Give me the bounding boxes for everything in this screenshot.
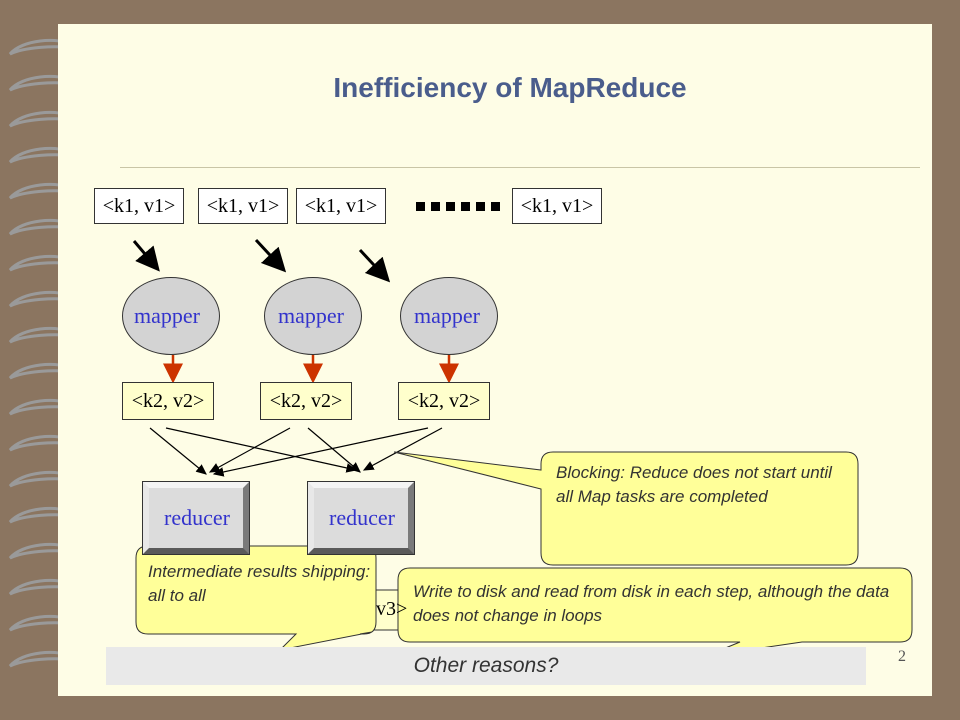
reducer-node-1 [142,481,250,555]
intermediate-pair-2: <k2, v2> [260,382,352,420]
callout-blocking-text: Blocking: Reduce does not start until al… [556,463,832,506]
input-pair-2: <k1, v1> [198,188,288,224]
binding-ring [8,471,79,488]
output-pair-fragment: v3> [376,598,408,620]
mapper-node-3 [400,277,498,355]
binding-ring [8,399,79,416]
binding-ring [8,75,79,92]
mapper-label-2: mapper [278,303,344,328]
binding-ring [8,579,79,596]
intermediate-pair-1: <k2, v2> [122,382,214,420]
reducer-label-1: reducer [164,505,230,530]
input-arrow-2 [254,238,287,273]
input-arrow-1 [132,240,160,272]
shuffle-arrows [149,427,443,477]
binding-ring [8,435,79,452]
mapper-label-1: mapper [134,303,200,328]
page-title: Inefficiency of MapReduce [333,72,687,103]
binding-ring [8,651,79,668]
mapper-node-2 [264,277,362,355]
binding-ring [8,147,79,164]
page-number: 2 [898,648,906,665]
binding-ring [8,219,79,236]
mapper-node-1 [122,277,220,355]
title-divider [120,167,920,168]
input-pair-4: <k1, v1> [512,188,602,224]
binding-ring [8,363,79,380]
bottom-question-text: Other reasons? [413,654,559,677]
callout-shipping-text: Intermediate results shipping: all to al… [148,562,371,605]
binding-ring [8,255,79,272]
binding-ring [8,615,79,632]
binding-ring [8,39,79,56]
bottom-question-bar: Other reasons? [106,647,866,685]
binding-ring [8,327,79,344]
binding-ring [8,543,79,560]
mapper-label-3: mapper [414,303,480,328]
reducer-label-2: reducer [329,505,395,530]
binding-ring [8,111,79,128]
callout-blocking-shape [393,451,859,566]
callout-disk-text: Write to disk and read from disk in each… [413,582,890,625]
input-pair-1: <k1, v1> [94,188,184,224]
binding-ring [8,507,79,524]
intermediate-pair-3: <k2, v2> [398,382,490,420]
reducer-node-2 [307,481,415,555]
input-arrow-3 [358,248,391,283]
ellipsis-dots [416,202,500,211]
input-pair-3: <k1, v1> [296,188,386,224]
binding-ring [8,183,79,200]
binding-ring [8,291,79,308]
